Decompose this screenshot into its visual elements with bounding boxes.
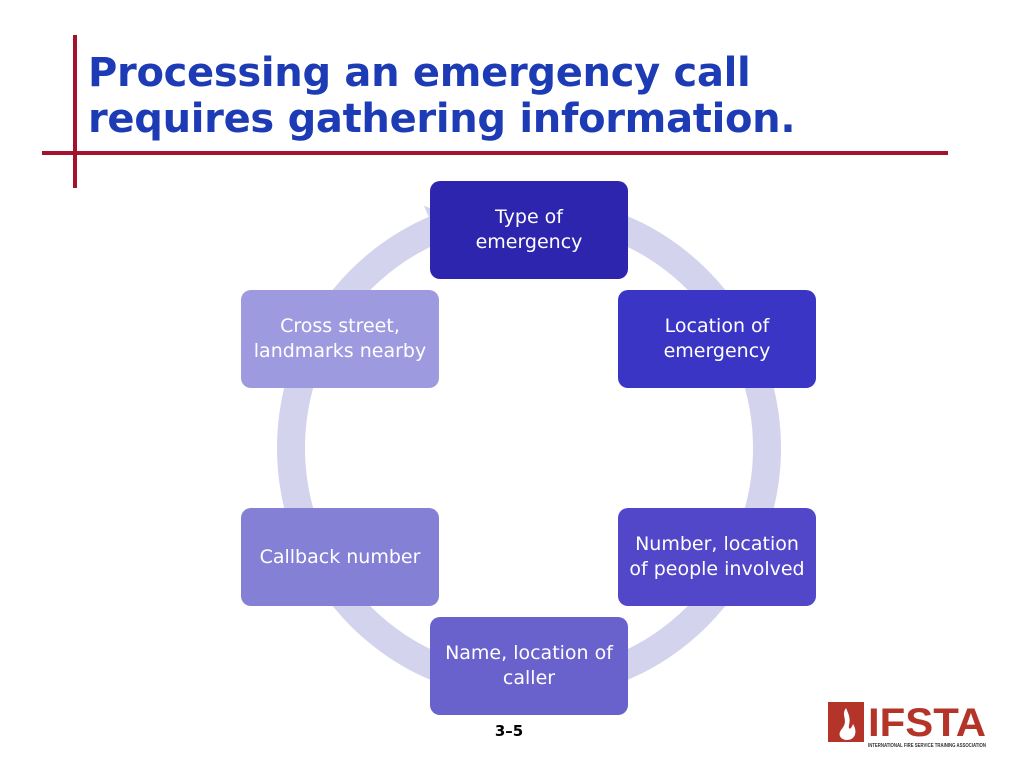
slide-title-line-2: requires gathering information.: [88, 96, 796, 142]
cycle-node-cross-street-landmarks: Cross street, landmarks nearby: [241, 290, 439, 388]
slide-title: Processing an emergency call requires ga…: [88, 50, 968, 142]
flame-icon: [828, 702, 864, 742]
cycle-node-label: Number, location of people involved: [629, 533, 805, 580]
slide-title-line-1: Processing an emergency call: [88, 50, 751, 96]
cycle-node-label: Name, location of caller: [445, 642, 613, 689]
cycle-ring-track: [277, 196, 781, 700]
cycle-node-label: Location of emergency: [663, 315, 771, 362]
logo-tagline: INTERNATIONAL FIRE SERVICE TRAINING ASSO…: [868, 743, 986, 749]
cycle-node-label: Type of emergency: [475, 206, 583, 253]
logo-wordmark: IFSTA: [868, 701, 986, 745]
cycle-node-location-of-emergency: Location of emergency: [618, 290, 816, 388]
title-accent-horizontal-line: [42, 151, 948, 155]
cycle-node-label: Callback number: [259, 545, 421, 568]
cycle-node-number-location-of-people: Number, location of people involved: [618, 508, 816, 606]
cycle-node-name-location-of-caller: Name, location of caller: [430, 617, 628, 715]
title-accent-vertical-line: [73, 35, 77, 188]
cycle-node-label: Cross street, landmarks nearby: [253, 315, 427, 362]
cycle-node-type-of-emergency: Type of emergency: [430, 181, 628, 279]
cycle-node-callback-number: Callback number: [241, 508, 439, 606]
slide-number: 3–5: [494, 722, 524, 740]
ifsta-logo: IFSTA INTERNATIONAL FIRE SERVICE TRAININ…: [828, 701, 986, 749]
